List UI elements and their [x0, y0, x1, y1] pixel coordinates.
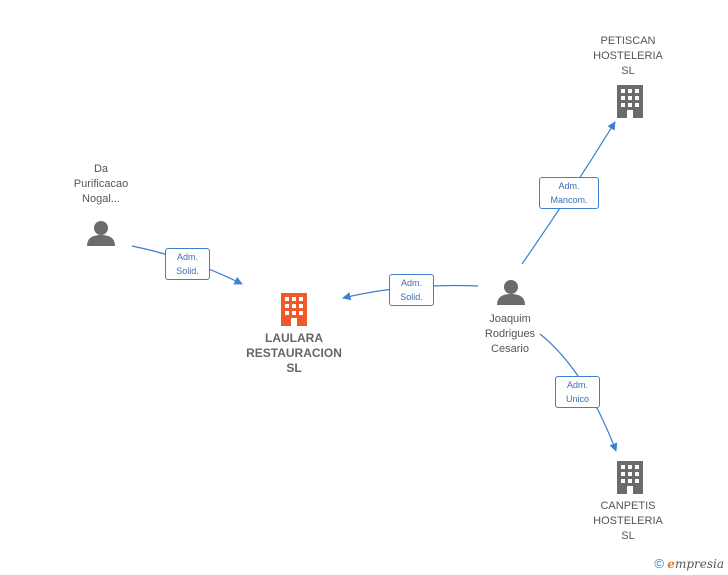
label-line: Nogal... [82, 193, 120, 205]
edge-label-line: Adm. [400, 278, 422, 288]
person-icon-joaquim[interactable] [497, 280, 525, 305]
label-line: HOSTELERIA [593, 50, 663, 62]
edge-label-line: Solid. [400, 292, 423, 302]
empresia-logo-text: mpresia [674, 557, 724, 571]
node-label-canpetis[interactable]: CANPETIS HOSTELERIA SL [578, 499, 678, 544]
edge-label-line: Adm. [558, 181, 580, 191]
edge-label-line: Solid. [176, 266, 199, 276]
edge-label-e2[interactable]: Adm. Solid. [389, 274, 434, 306]
edge-label-e1[interactable]: Adm. Solid. [165, 248, 210, 280]
copyright-icon: © [654, 556, 664, 571]
label-line: SL [621, 530, 635, 542]
edge-label-e3[interactable]: Adm. Mancom. [539, 177, 599, 209]
label-line: PETISCAN [600, 35, 656, 47]
label-line: Cesario [491, 343, 529, 355]
label-line: Purificacao [73, 178, 129, 190]
label-line: HOSTELERIA [593, 515, 663, 527]
building-icon-laulara[interactable] [281, 293, 307, 326]
empresia-footer[interactable]: © empresia [654, 556, 724, 571]
label-line: LAULARA [265, 331, 323, 345]
node-label-laulara[interactable]: LAULARA RESTAURACION SL [224, 331, 364, 376]
label-line: Joaquim [489, 313, 531, 325]
building-icon-petiscan[interactable] [617, 85, 643, 118]
building-icon-canpetis[interactable] [617, 461, 643, 494]
empresia-logo-e: e [667, 557, 675, 571]
edge-label-line: Mancom. [550, 195, 588, 205]
person-icon-da-purificacao[interactable] [87, 221, 115, 246]
edge-label-line: Unico [565, 394, 589, 404]
edge-label-line: Adm. [566, 380, 588, 390]
edge-label-e4[interactable]: Adm. Unico [555, 376, 600, 408]
node-label-petiscan[interactable]: PETISCAN HOSTELERIA SL [578, 34, 678, 79]
label-line: SL [286, 361, 302, 375]
label-line: Da [93, 163, 109, 175]
label-line: Rodrigues [484, 328, 536, 340]
label-line: CANPETIS [600, 500, 656, 512]
node-label-joaquim[interactable]: Joaquim Rodrigues Cesario [459, 312, 561, 357]
label-line: SL [621, 65, 635, 77]
node-label-da-purificacao[interactable]: Da Purificacao Nogal... [41, 162, 161, 207]
edge-label-line: Adm. [176, 252, 198, 262]
label-line: RESTAURACION [246, 346, 342, 360]
